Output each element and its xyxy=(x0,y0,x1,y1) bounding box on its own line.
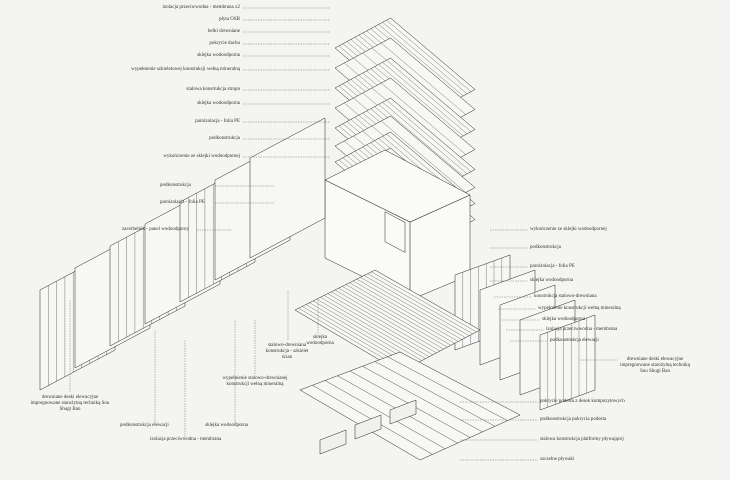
label-right-10: drewniane deski elewacyjne impregnowane … xyxy=(620,357,690,374)
label-facade-boards: drewniane deski elewacyjne impregnowane … xyxy=(30,395,110,412)
door-opening xyxy=(384,211,406,253)
label-plywood: sklejka wodoodporna xyxy=(205,423,248,428)
label-steel-wood: stalowo-drewniana konstrukcja - szkielet… xyxy=(265,343,309,360)
roof-layer-5-hatch xyxy=(378,104,464,177)
label-right-3: paroizolacja - folia PE xyxy=(530,264,575,269)
label-bottom-right-2: podkonstrukcja pokrycia podesta xyxy=(540,417,607,422)
float-pontoon xyxy=(354,414,382,440)
module-box-edges xyxy=(324,179,471,300)
roof-layer-6-hatch xyxy=(381,120,466,193)
floor-deck-boards xyxy=(371,271,477,333)
floor-deck-boards xyxy=(364,275,470,336)
label-roof-10: podkonstrukcja xyxy=(209,136,240,141)
floor-deck-boards xyxy=(338,288,444,350)
floor-deck-boards xyxy=(356,278,462,340)
roof-layer-1-hatch xyxy=(378,24,464,97)
floor-deck-boards xyxy=(324,295,430,357)
roof-layer-5-hatch xyxy=(386,100,472,172)
roof-layer-3-hatch xyxy=(378,64,464,137)
label-right-4: sklejka wodoodporna xyxy=(530,278,573,283)
roof-layer-1-hatch xyxy=(386,20,472,92)
label-roof-4: pokrycie dachu xyxy=(209,41,240,46)
label-roof-8: sklejka wodoodporna xyxy=(197,101,240,106)
wall-panel-left-7 xyxy=(249,117,326,259)
label-roof-7: stalowa konstrukcja stropu xyxy=(186,87,240,92)
label-bottom-right-4: szczelne pływaki xyxy=(540,457,575,462)
floor-deck-boards xyxy=(367,273,473,334)
label-mid-2: paroizolacja - folia PE xyxy=(160,200,205,205)
label-right-8: izolacja przeciwwodna - membrana xyxy=(546,327,618,332)
label-membrane: izolacja przeciwwodna - membrana xyxy=(150,437,222,442)
floor-deck-boards xyxy=(353,280,459,342)
floor-deck-boards xyxy=(331,291,437,354)
platform-beams xyxy=(324,380,446,449)
platform-beams xyxy=(362,366,483,433)
roof-layer-5-hatch xyxy=(382,102,468,174)
label-mid-1: podkonstrukcja xyxy=(160,183,191,188)
label-right-5: konstrukcja stalowo-drewniana xyxy=(534,294,597,299)
label-roof-1: izolacja przeciwwodna - membrana x2 xyxy=(162,5,240,10)
float-pontoon xyxy=(319,429,347,455)
floor-deck-boards xyxy=(316,298,422,361)
label-roof-3: belki drewniane xyxy=(207,29,240,34)
label-bottom-right-1: pokrycie podesta z desek kompozytowych xyxy=(540,399,625,404)
label-plywood-2: sklejka wodoodporna xyxy=(306,335,334,346)
wall-panel-right-5 xyxy=(539,314,596,411)
label-right-6: wypełnienie konstrukcji wełną mineralną xyxy=(538,306,621,311)
floor-deck-boards xyxy=(349,282,455,344)
float-pontoon xyxy=(389,399,417,425)
label-right-9: podkonstrukcja elewacji xyxy=(550,338,599,343)
roof-layer-4-hatch xyxy=(381,82,466,155)
label-mid-3: zacerbelnik - panel wodoodporny xyxy=(122,227,190,232)
floor-deck-boards xyxy=(345,284,451,346)
floor-deck-boards xyxy=(342,286,448,348)
label-roof-6: wypełnienie szkieletowej konstrukcji weł… xyxy=(131,67,240,72)
floor-deck-boards xyxy=(327,293,433,355)
roof-layer-3-hatch xyxy=(386,60,472,132)
platform-beams xyxy=(387,356,508,421)
roof-layer-1-hatch xyxy=(382,22,468,94)
platform-beams xyxy=(374,361,496,427)
label-roof-2: płyta OSB xyxy=(219,17,240,22)
floor-deck-boards xyxy=(320,297,426,359)
label-right-7: sklejka wodoodporna xyxy=(542,317,585,322)
label-bottom-right-3: stalowa konstrukcja platformy pływającej xyxy=(540,437,624,442)
label-right-1: wykończenie ze sklejki wodoodpornej xyxy=(530,227,607,232)
label-right-2: podkonstrukcja xyxy=(530,245,561,250)
label-roof-11: wykończenie ze sklejki wodoodpornej xyxy=(163,154,240,159)
label-wool: wypełnienie stalowo-drewnianej konstrukc… xyxy=(222,376,288,387)
floor-deck-boards xyxy=(360,277,466,338)
label-facade-sub: podkonstrukcja elewacji xyxy=(120,423,169,428)
floor-deck-boards xyxy=(334,289,441,352)
roof-layer-2-hatch xyxy=(381,42,466,115)
floor-deck xyxy=(294,269,481,373)
label-roof-9: paroizolacja - folia PE xyxy=(195,119,240,124)
roof-layer-3-hatch xyxy=(382,62,468,134)
label-roof-5: sklejka wodoodporna xyxy=(197,53,240,58)
